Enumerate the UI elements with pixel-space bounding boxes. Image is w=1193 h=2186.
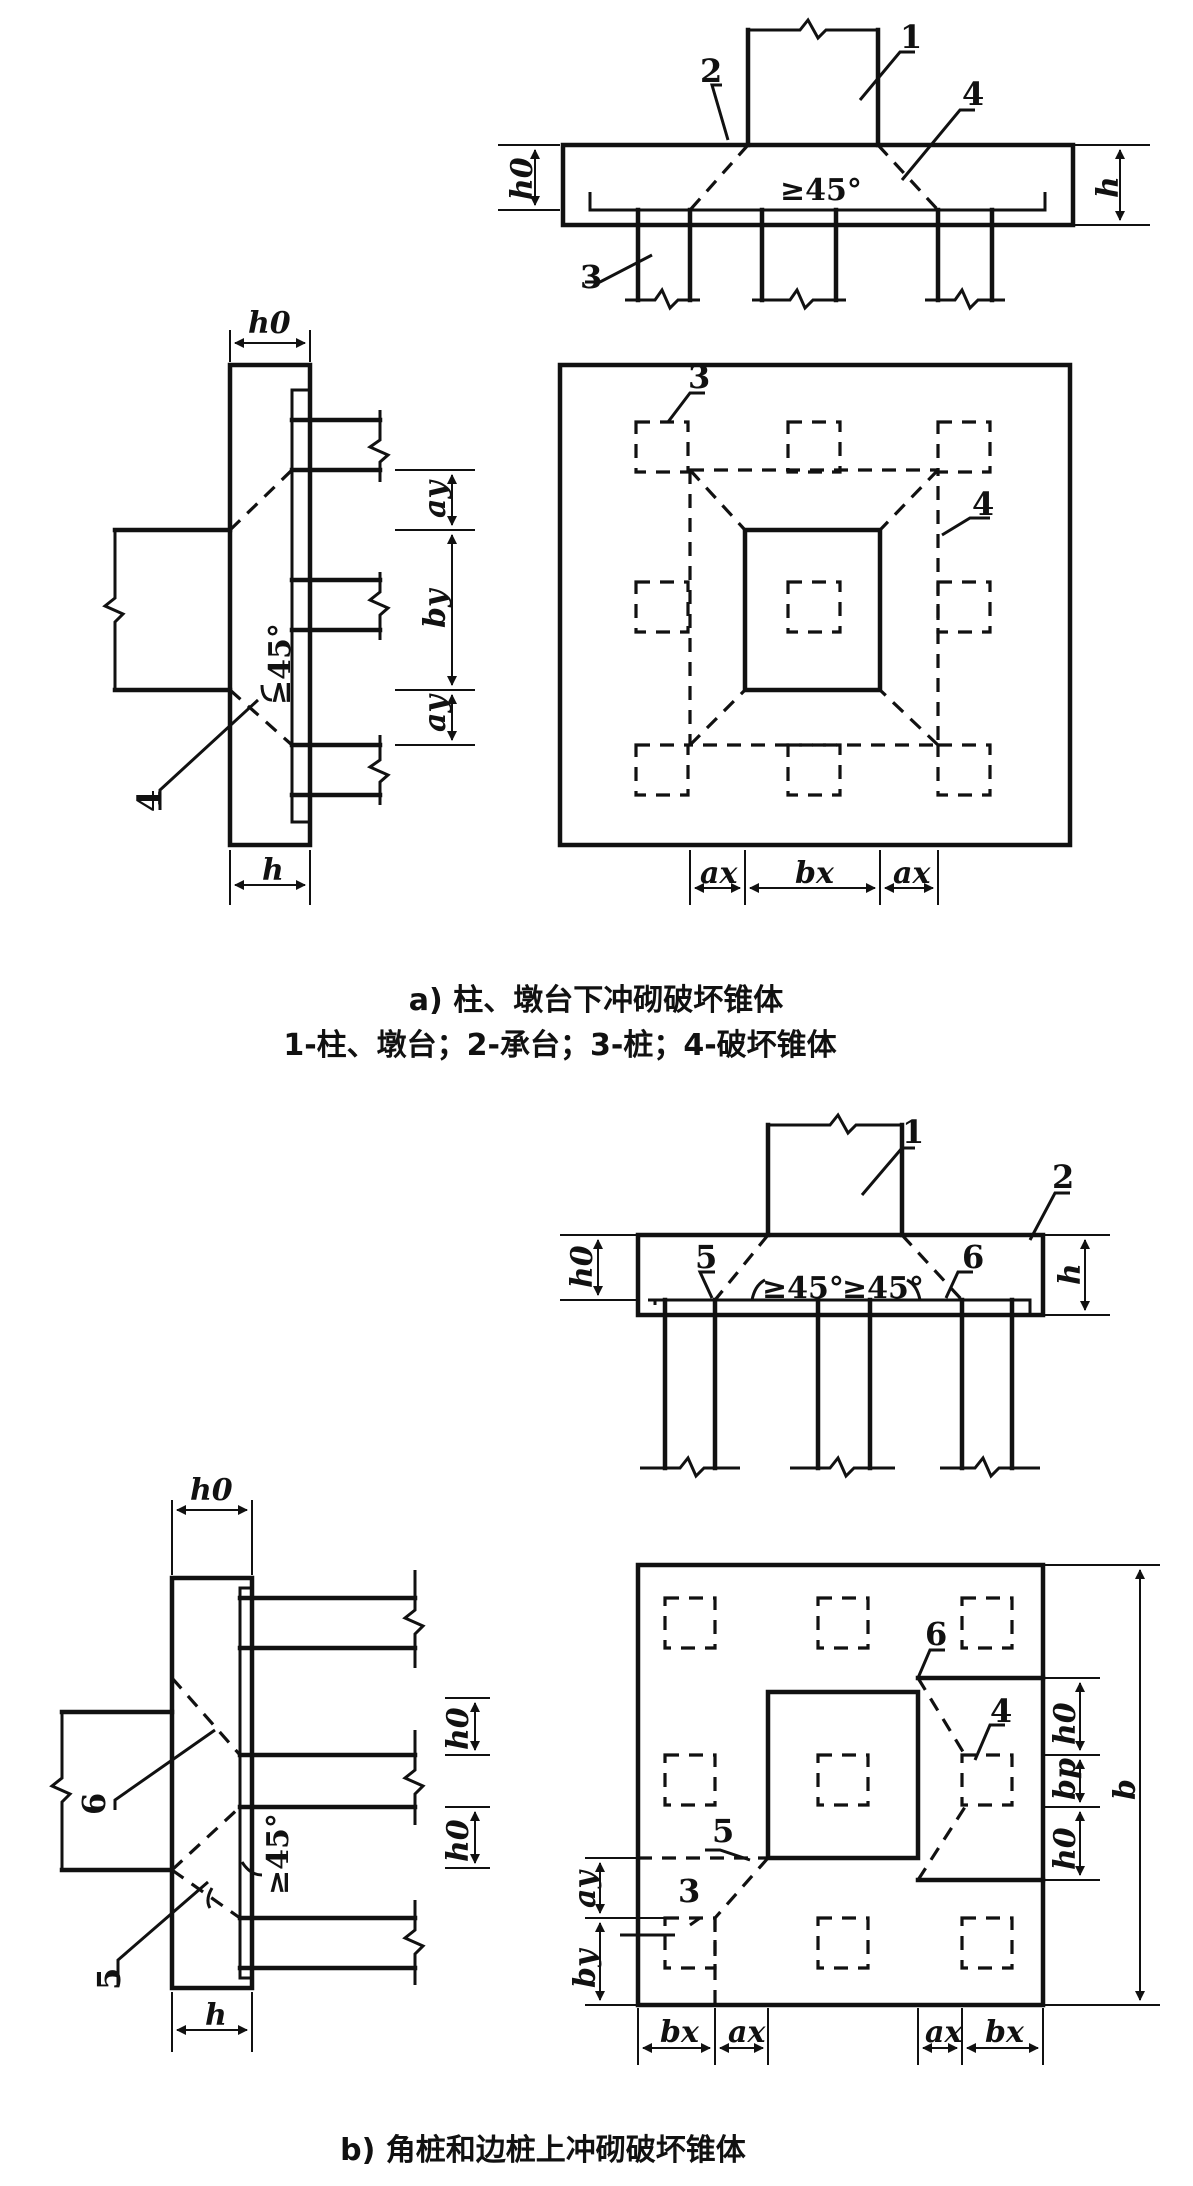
b-plan-dim-bx-left: bx: [660, 2015, 700, 2050]
a-plan: 3 4 ax bx ax: [557, 358, 1073, 905]
b-elev-angle-right: ≥45°: [842, 1271, 924, 1306]
a-plan-dim-bx: bx: [795, 856, 835, 891]
b-plan-dim-b: b: [1108, 1779, 1143, 1800]
b-sect-label-5: 5: [90, 1968, 128, 1990]
b-plan: 6 4 5 3 h0 bp h0 b ay by bx ax ax bx: [568, 1562, 1160, 2065]
b-elev-label-2: 2: [1052, 1158, 1074, 1196]
caption-a-legend: 1-柱、墩台；2-承台；3-桩；4-破坏锥体: [283, 1028, 837, 1063]
a-sect-angle: ≥45°: [263, 623, 298, 705]
b-elevation: ≥45° ≥45° 1 2 5 6 h0 h: [560, 1112, 1110, 1479]
b-plan-dim-h0-lower: h0: [1048, 1827, 1083, 1870]
b-elev-dim-h: h: [1053, 1263, 1088, 1285]
a-section: ≥45° 4 h0 h ay by ay: [102, 306, 475, 905]
b-plan-label-5: 5: [712, 1812, 734, 1850]
a-sect-dim-ay-top: ay: [418, 479, 453, 518]
a-plan-dim-ax-left: ax: [700, 856, 738, 891]
a-elev-label-4: 4: [962, 75, 984, 113]
caption-b-title: b) 角桩和边桩上冲砌破坏锥体: [340, 2133, 747, 2168]
b-sect-angle: ≥45°: [261, 1813, 296, 1895]
b-plan-dim-ax-left: ax: [728, 2015, 766, 2050]
b-plan-dim-ay: ay: [568, 1869, 603, 1908]
b-plan-dim-bp: bp: [1048, 1758, 1083, 1800]
b-plan-label-3: 3: [678, 1872, 700, 1910]
b-sect-dim-h0-lower: h0: [441, 1819, 476, 1862]
b-sect-dim-h0-upper: h0: [441, 1707, 476, 1750]
b-elev-label-1: 1: [902, 1113, 924, 1151]
a-sect-dim-h0: h0: [248, 306, 291, 341]
a-plan-piles: [634, 420, 992, 797]
b-elev-label-6: 6: [962, 1238, 984, 1276]
b-sect-dim-h0: h0: [190, 1473, 233, 1508]
b-plan-dim-h0-upper: h0: [1048, 1702, 1083, 1745]
b-plan-dim-ax-right: ax: [925, 2015, 963, 2050]
b-sect-dim-h: h: [205, 1998, 227, 2033]
b-sect-label-6: 6: [75, 1793, 113, 1815]
b-plan-label-4: 4: [990, 1692, 1012, 1730]
b-plan-label-6: 6: [925, 1615, 947, 1653]
b-elev-angle-left: ≥45°: [762, 1271, 844, 1306]
a-plan-label-4: 4: [972, 485, 994, 523]
a-elev-dim-h0: h0: [505, 157, 540, 200]
a-sect-dim-by: by: [418, 587, 453, 628]
a-elev-label-3: 3: [580, 258, 602, 296]
a-elev-label-2: 2: [700, 52, 722, 90]
b-plan-dim-bx-right: bx: [985, 2015, 1025, 2050]
a-elevation: ≥45° 1 2 4 3 h0 h: [498, 17, 1150, 311]
b-elev-dim-h0: h0: [565, 1245, 600, 1288]
b-plan-piles: [663, 1596, 1014, 1970]
a-plan-dim-ax-right: ax: [893, 856, 931, 891]
a-sect-dim-ay-bottom: ay: [418, 693, 453, 732]
a-sect-dim-h: h: [262, 853, 284, 888]
a-sect-label-4: 4: [130, 790, 168, 812]
b-elev-label-5: 5: [695, 1238, 717, 1276]
a-elev-dim-h: h: [1091, 176, 1126, 198]
b-section: ≥45° 6 5 h0 h h0 h0: [49, 1473, 490, 2052]
a-plan-label-3: 3: [688, 358, 710, 396]
caption-a-title: a) 柱、墩台下冲砌破坏锥体: [409, 983, 784, 1018]
a-elev-label-1: 1: [900, 18, 922, 56]
a-elev-angle: ≥45°: [780, 173, 862, 208]
b-plan-dim-by: by: [568, 1947, 603, 1988]
